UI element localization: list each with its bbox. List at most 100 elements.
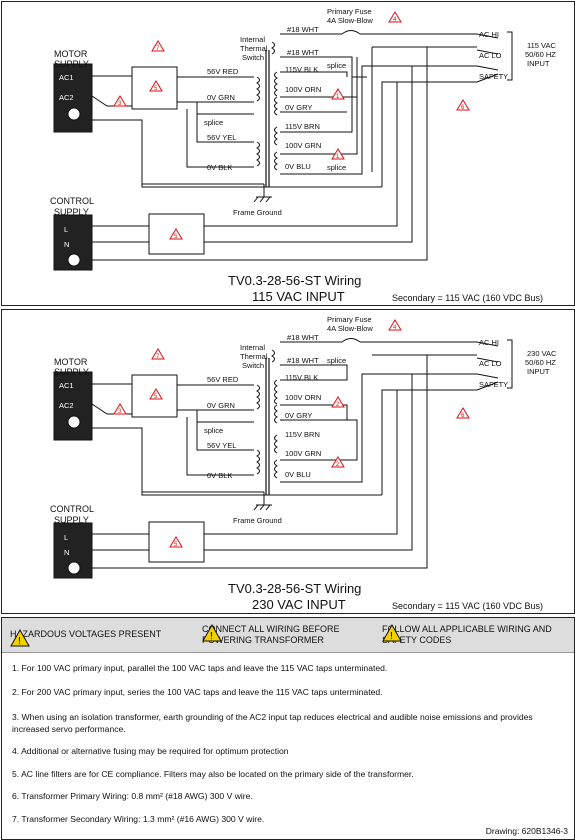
terminal-ac2-label: AC2 xyxy=(59,401,74,410)
wire-56v-yel: 56V YEL xyxy=(207,441,236,450)
wire-56v-yel: 56V YEL xyxy=(207,133,236,142)
input-rating-3: INPUT xyxy=(527,367,550,376)
motor-label: MOTOR xyxy=(54,49,88,59)
supply-label: SUPPLY xyxy=(54,367,89,377)
ac-lo-label: AC LO xyxy=(479,359,502,368)
warning-text: HAZARDOUS VOLTAGES PRESENT xyxy=(10,629,162,639)
internal-label: Internal xyxy=(240,343,265,352)
input-rating-1: 230 VAC xyxy=(527,349,557,358)
wire-18wht-2: #18 WHT xyxy=(287,356,319,365)
fuse-rating-label: 4A Slow-Blow xyxy=(327,324,373,333)
wire-0v-blk: 0V BLK xyxy=(207,163,232,172)
frame-ground-label: Frame Ground xyxy=(233,516,282,525)
note-ref-2a: 2 xyxy=(336,402,340,408)
wire-0v-blu: 0V BLU xyxy=(285,162,311,171)
supply-label: SUPPLY xyxy=(54,59,89,69)
wiring-diagram-230vac: AC1 AC2 L N MOTOR SUPPLY CONTROL SUPPLY … xyxy=(1,309,575,614)
diagram-title: TV0.3-28-56-ST Wiring xyxy=(228,581,361,596)
note-4: 4. Additional or alternative fusing may … xyxy=(12,746,289,756)
drawing-number: Drawing: 620B1346-3 xyxy=(485,826,568,836)
wire-18wht-2: #18 WHT xyxy=(287,48,319,57)
diagram-input: 115 VAC INPUT xyxy=(252,289,345,304)
wire-0v-grn: 0V GRN xyxy=(207,401,235,410)
note-ref-5: 5 xyxy=(154,86,158,92)
note-ref-2b: 2 xyxy=(336,462,340,468)
note-ref-7: 7 xyxy=(156,354,160,360)
note-2: 2. For 200 VAC primary input, series the… xyxy=(12,687,383,697)
input-rating-3: INPUT xyxy=(527,59,550,68)
terminal-l-label: L xyxy=(64,533,68,542)
primary-fuse-label: Primary Fuse xyxy=(327,7,372,16)
input-rating-2: 50/60 HZ xyxy=(525,50,556,59)
wire-18wht-1: #18 WHT xyxy=(287,333,319,342)
ac-lo-label: AC LO xyxy=(479,51,502,60)
wire-0v-blu: 0V BLU xyxy=(285,470,311,479)
wire-56v-red: 56V RED xyxy=(207,375,239,384)
svg-text:!: ! xyxy=(390,631,393,642)
wire-0v-gry: 0V GRY xyxy=(285,103,312,112)
note-ref-5b: 5 xyxy=(174,234,178,240)
control-supply-label: SUPPLY xyxy=(54,207,89,217)
thermal-label: Thermal xyxy=(240,352,268,361)
diagram-title: TV0.3-28-56-ST Wiring xyxy=(228,273,361,288)
wire-100v-grn: 100V GRN xyxy=(285,141,321,150)
secondary-label: Secondary = 115 VAC (160 VDC Bus) xyxy=(392,601,543,611)
warning-codes: ! FOLLOW ALL APPLICABLE WIRING AND SAFET… xyxy=(382,624,567,646)
ac-hi-label: AC HI xyxy=(479,30,499,39)
note-6: 6. Transformer Primary Wiring: 0.8 mm² (… xyxy=(12,791,253,801)
note-ref-1a: 1 xyxy=(336,94,340,100)
wire-115v-brn: 115V BRN xyxy=(285,122,320,131)
warning-hazardous: ! HAZARDOUS VOLTAGES PRESENT xyxy=(10,629,162,647)
splice-label: splice xyxy=(204,426,223,435)
safety-label: SAFETY xyxy=(479,72,508,81)
warning-connect: ! CONNECT ALL WIRING BEFORE POWERING TRA… xyxy=(202,624,362,646)
wiring-diagram-115vac: AC1 AC2 L N MOTOR SUPPLY CONTROL SUPPLY … xyxy=(1,1,575,306)
note-ref-6: 6 xyxy=(461,413,465,419)
wire-56v-red: 56V RED xyxy=(207,67,239,76)
warning-triangle-icon: ! xyxy=(202,624,222,642)
safety-label: SAFETY xyxy=(479,380,508,389)
note-ref-3: 3 xyxy=(118,101,122,107)
splice-tag-1: splice xyxy=(327,356,346,365)
wire-100v-grn: 100V GRN xyxy=(285,449,321,458)
input-rating-2: 50/60 HZ xyxy=(525,358,556,367)
warning-text: CONNECT ALL WIRING BEFORE POWERING TRANS… xyxy=(202,624,340,645)
control-supply-label: SUPPLY xyxy=(54,515,89,525)
warning-triangle-icon: ! xyxy=(382,624,402,642)
terminal-n-label: N xyxy=(64,548,69,557)
fuse-rating-label: 4A Slow-Blow xyxy=(327,16,373,25)
note-ref-3: 3 xyxy=(118,409,122,415)
splice-tag-1: splice xyxy=(327,61,346,70)
warning-triangle-icon: ! xyxy=(10,629,30,647)
splice-tag-2: splice xyxy=(327,163,346,172)
switch-label: Switch xyxy=(242,361,264,370)
wire-0v-blk: 0V BLK xyxy=(207,471,232,480)
splice-label: splice xyxy=(204,118,223,127)
wire-115v-blk: 115V BLK xyxy=(285,373,318,382)
control-label: CONTROL xyxy=(50,196,94,206)
note-1: 1. For 100 VAC primary input, parallel t… xyxy=(12,663,388,673)
wire-115v-brn: 115V BRN xyxy=(285,430,320,439)
primary-fuse-label: Primary Fuse xyxy=(327,315,372,324)
svg-text:!: ! xyxy=(210,631,213,642)
note-5: 5. AC line filters are for CE compliance… xyxy=(12,769,414,779)
note-ref-4: 4 xyxy=(393,17,397,23)
wire-100v-orn: 100V ORN xyxy=(285,393,321,402)
ac-hi-label: AC HI xyxy=(479,338,499,347)
internal-label: Internal xyxy=(240,35,265,44)
secondary-label: Secondary = 115 VAC (160 VDC Bus) xyxy=(392,293,543,303)
thermal-label: Thermal xyxy=(240,44,268,53)
warning-text: FOLLOW ALL APPLICABLE WIRING AND SAFETY … xyxy=(382,624,552,645)
wiring-schematic: AC1 AC2 L N MOTOR SUPPLY CONTROL SUPPLY … xyxy=(50,315,557,612)
terminal-ac1-label: AC1 xyxy=(59,381,74,390)
wire-0v-gry: 0V GRY xyxy=(285,411,312,420)
note-3: 3. When using an isolation transformer, … xyxy=(12,712,533,734)
wire-0v-grn: 0V GRN xyxy=(207,93,235,102)
note-ref-6: 6 xyxy=(461,105,465,111)
wiring-schematic: AC1 AC2 L N MOTOR SUPPLY CONTROL SUPPLY … xyxy=(50,7,556,304)
note-ref-4: 4 xyxy=(393,325,397,331)
motor-label: MOTOR xyxy=(54,357,88,367)
note-7: 7. Transformer Secondary Wiring: 1.3 mm²… xyxy=(12,814,265,824)
note-ref-1b: 1 xyxy=(336,154,340,160)
terminal-ac2-label: AC2 xyxy=(59,93,74,102)
